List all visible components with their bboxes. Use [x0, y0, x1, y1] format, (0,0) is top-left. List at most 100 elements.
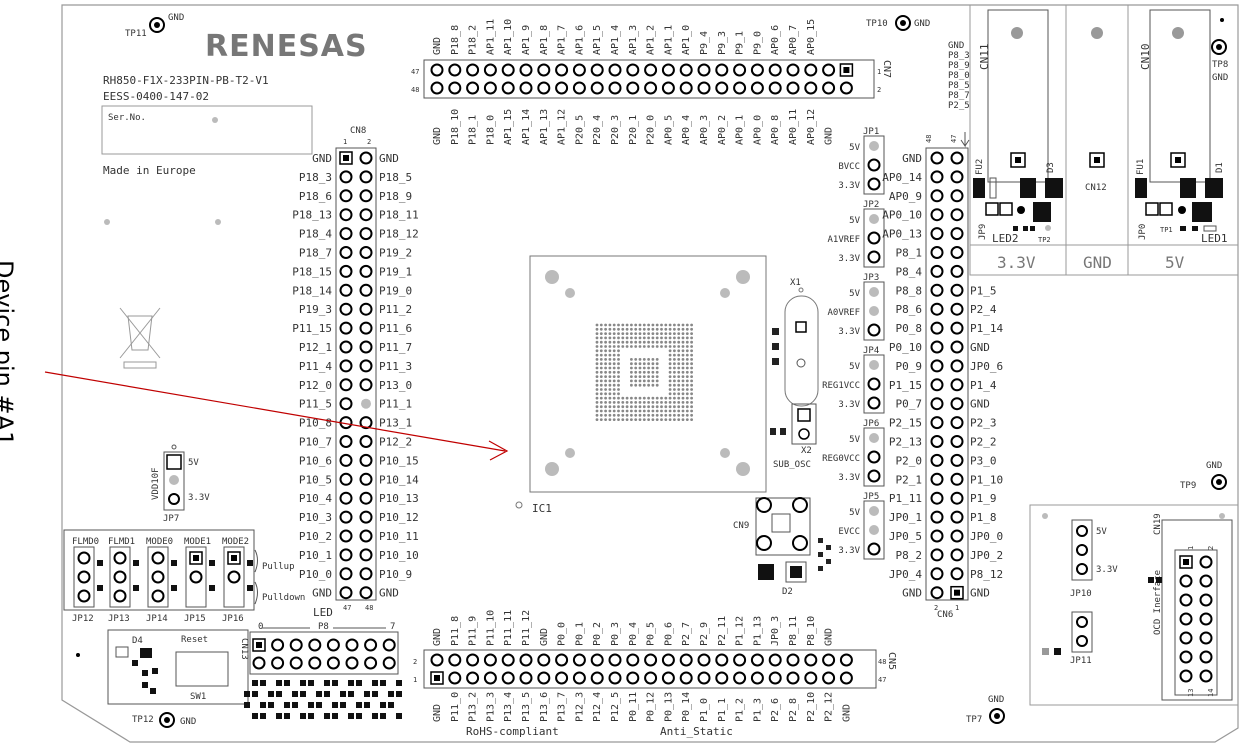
- cn5-bottom-label: P2_8: [788, 698, 799, 722]
- cn6-right-label: P8_12: [970, 568, 1003, 581]
- cn5-top-label: P0_2: [592, 622, 603, 646]
- cn5-pin: [626, 653, 640, 667]
- cn8-left-label: P11_5: [299, 398, 332, 411]
- cn5-top-label: P0_3: [610, 622, 621, 646]
- cn5-pin: [572, 671, 586, 685]
- cn6-pin: [950, 510, 964, 524]
- cn6-pin: [930, 435, 944, 448]
- cn8-right-label: P18_5: [379, 171, 412, 184]
- cn8-pin: [339, 435, 353, 448]
- svg-text:GND: GND: [914, 19, 930, 29]
- cn6-pin: [930, 151, 944, 165]
- svg-text:JP11: JP11: [1070, 656, 1092, 666]
- cn6-pin: [930, 472, 944, 486]
- cn7-pin: [804, 63, 818, 77]
- sub-oscillator-x2: X2 SUB_OSC: [770, 403, 817, 470]
- cn5-pin: [590, 653, 604, 667]
- cn6-left-label: JP0_5: [889, 530, 922, 543]
- mode-label: MODE2: [222, 537, 249, 547]
- cn7-top-label: AP0_15: [806, 19, 817, 55]
- cn7-bottom-label: P20_0: [646, 115, 657, 145]
- mode-jumper: [73, 546, 103, 608]
- cn7-pin: [715, 81, 729, 95]
- cn5-pin: [430, 653, 444, 667]
- cn7-bottom-label: AP0_4: [681, 115, 692, 145]
- cn7-bottom-label: GND: [432, 127, 443, 145]
- cn6-right-label: P1_10: [970, 473, 1003, 486]
- led-pin: [364, 656, 378, 670]
- jumper-pin: [869, 141, 879, 151]
- cn5-bottom-label: P2_6: [770, 698, 781, 722]
- cn7-pin: [483, 81, 497, 95]
- cn8-pin: [359, 510, 373, 524]
- cn6-pin: [930, 227, 944, 241]
- cn8-right-label: P10_11: [379, 530, 419, 543]
- cn6-pin: [950, 283, 964, 297]
- cn7-bottom-label: AP0_0: [752, 115, 763, 145]
- cn8-pin: [339, 453, 353, 467]
- cn8-pin: [359, 340, 373, 354]
- jumper-pin: [867, 250, 881, 264]
- svg-text:1: 1: [877, 68, 881, 76]
- cn5-pin: [537, 671, 551, 685]
- svg-text:Pulldown: Pulldown: [262, 593, 305, 603]
- led-pin: [364, 638, 378, 652]
- cn7-top-label: AP1_7: [557, 25, 568, 55]
- cn5-top-label: P2_7: [681, 622, 692, 646]
- cn6-left-label: P8_1: [896, 247, 923, 260]
- svg-text:47: 47: [950, 135, 958, 143]
- svg-text:CN11: CN11: [978, 44, 991, 71]
- cn6-left-label: P2_15: [889, 417, 922, 430]
- cn6-pin: [950, 548, 964, 562]
- cn7-pin: [822, 63, 836, 77]
- cn7-top-label: AP1_3: [628, 25, 639, 55]
- cn8-left-label: P10_7: [299, 436, 332, 449]
- ocd-interface-cn19: CN19 OCD Inerface 1 2 13 14: [1029, 504, 1239, 706]
- cn7-pin: [679, 63, 693, 77]
- mode-pin: [113, 589, 127, 603]
- cn6-pin: [930, 416, 944, 430]
- cn6-pin: [930, 586, 944, 600]
- mode-jumper: [223, 546, 253, 608]
- cn6-pin: [950, 227, 964, 241]
- cn6-pin: [950, 170, 964, 184]
- cn8-pin: [359, 246, 373, 259]
- cn7-pin: [626, 81, 640, 95]
- cn5-bottom-label: P0_13: [663, 692, 674, 722]
- ic1-label: IC1: [532, 502, 552, 515]
- cn5-pin: [715, 671, 729, 685]
- cn6-top-label: P8_9: [948, 61, 970, 71]
- cn7-pin: [555, 81, 569, 95]
- cn8-pin: [339, 208, 353, 222]
- cn7-top-label: AP1_1: [663, 25, 674, 55]
- cn7-top-label: P18_2: [468, 25, 479, 55]
- cn6-top-label: P8_5: [948, 81, 970, 91]
- cn8-right-label: P13_1: [379, 417, 412, 430]
- cn5-pin: [519, 653, 533, 667]
- cn7-top-label: AP1_9: [521, 25, 532, 55]
- jumper-pin: [869, 506, 879, 516]
- cn6-right-label: P2_3: [970, 417, 997, 430]
- cn7-pin: [733, 63, 747, 77]
- cn6-pin: [950, 416, 964, 430]
- cn8-left-label: P12_1: [299, 341, 332, 354]
- cn8-left-label: P18_14: [292, 284, 332, 297]
- mode-label: FLMD1: [108, 537, 135, 547]
- svg-text:TP1: TP1: [1160, 226, 1173, 234]
- cn8-left-label: P19_3: [299, 303, 332, 316]
- cn6-pin: [950, 246, 964, 259]
- cn7-top-label: AP0_7: [788, 25, 799, 55]
- cn7-bottom-label: P20_5: [574, 115, 585, 145]
- cn8-left-label: P10_1: [299, 549, 332, 562]
- led-pin: [326, 656, 340, 670]
- svg-text:TP10: TP10: [866, 19, 888, 29]
- cn8-pin: [339, 227, 353, 241]
- cn7-pin: [519, 81, 533, 95]
- mode-jumper-name: JP13: [108, 614, 130, 624]
- serial-box: [101, 105, 313, 155]
- jumper-name: JP6: [863, 419, 879, 429]
- cn5-pin: [679, 671, 693, 685]
- led-port-p8: LED 0 P8 7 CN13: [239, 606, 402, 719]
